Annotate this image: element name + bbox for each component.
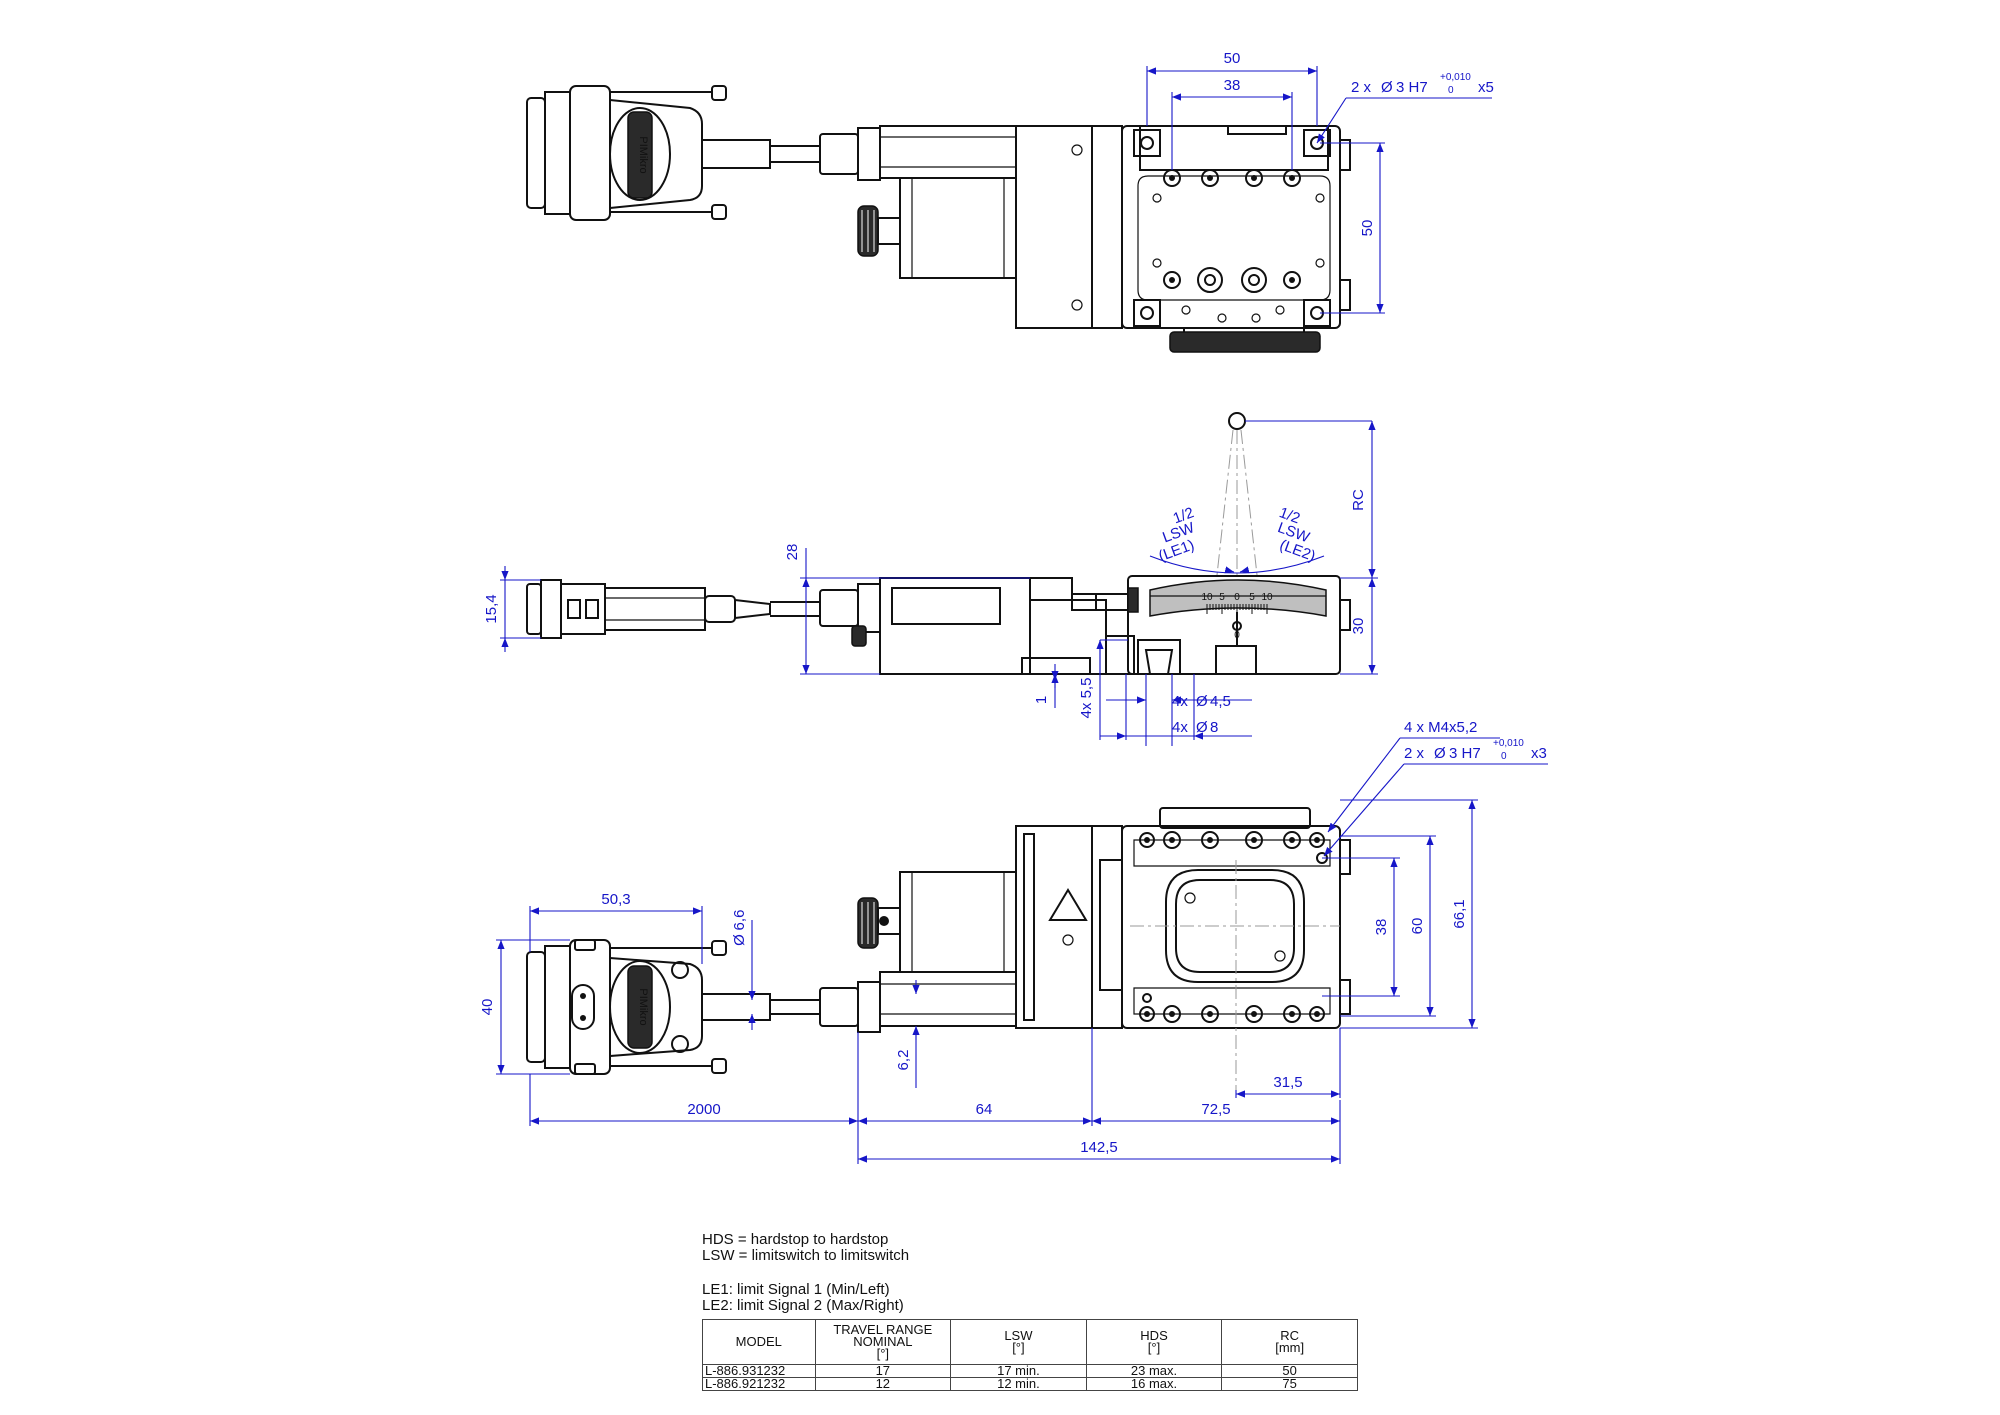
- dim-bottom-60: 60: [1409, 918, 1426, 935]
- connector-logo-bottom: PIMikro: [637, 988, 649, 1025]
- side-view-arc: 1/2 LSW (LE1) 1/2 LSW (LE2): [1149, 412, 1372, 576]
- dim-side-hole-b-prefix: 4x: [1172, 719, 1188, 736]
- cell-travel: 12: [814, 1377, 952, 1391]
- col-rc: RC[mm]: [1221, 1319, 1358, 1365]
- dim-bottom-142-5: 142,5: [1080, 1139, 1118, 1156]
- side-view-dimensions: RC 30 15,4 28 1 4x 5,5: [483, 421, 1378, 746]
- table-row: L-886.921232 12 12 min. 16 max. 75: [702, 1377, 1358, 1391]
- dim-side-hole-a-dia: Ø: [1196, 693, 1208, 710]
- dim-bottom-dia-symbol: Ø: [731, 934, 748, 946]
- top-view-dimensions: 50 38 50 2 x Ø 3 H7 +0,010 0 x5: [1146, 50, 1494, 314]
- dim-top-width-50: 50: [1224, 50, 1241, 67]
- callout-top-value: 3 H7: [1396, 79, 1428, 96]
- callout-top-tol-upper: +0,010: [1440, 72, 1471, 83]
- bottom-view-motor: [857, 871, 1017, 1027]
- dim-bottom-72-5: 72,5: [1201, 1101, 1230, 1118]
- scale-label-5-left: 5: [1219, 592, 1225, 603]
- dim-side-hole-a-prefix: 4x: [1172, 693, 1188, 710]
- top-view-motor: [857, 125, 1017, 279]
- dim-bottom-31-5: 31,5: [1273, 1074, 1302, 1091]
- scale-zero-label: 0: [1234, 630, 1240, 641]
- col-model: MODEL: [702, 1319, 816, 1365]
- cell-lsw: 17 min.: [950, 1364, 1087, 1378]
- scale-label-0: 0: [1234, 592, 1240, 603]
- legend-notes: HDS = hardstop to hardstop LSW = limitsw…: [702, 1232, 1302, 1314]
- side-view-scale: 10 5 0 5 10 0: [1201, 592, 1273, 641]
- dim-bottom-64: 64: [976, 1101, 993, 1118]
- callout-bottom-value: 3 H7: [1449, 745, 1481, 762]
- cell-rc: 75: [1221, 1377, 1358, 1391]
- dim-top-height-50: 50: [1359, 220, 1376, 237]
- callout-bottom-suffix: x3: [1531, 745, 1547, 762]
- side-view-connector: [526, 579, 881, 647]
- cell-hds: 16 max.: [1085, 1377, 1223, 1391]
- top-view-stage: [1015, 125, 1351, 353]
- callout-top-dia: Ø: [1381, 79, 1393, 96]
- arc-right-half: 1/2: [1277, 504, 1302, 527]
- dim-side-1: 1: [1033, 696, 1050, 704]
- cell-lsw: 12 min.: [950, 1377, 1087, 1391]
- scale-label-10-right: 10: [1261, 592, 1273, 603]
- bottom-view-dimensions: 38 60 66,1 31,5 50,3 40 Ø 6,6: [479, 799, 1478, 1164]
- dim-side-28: 28: [784, 544, 801, 561]
- note-lsw: LSW = limitswitch to limitswitch: [702, 1247, 910, 1264]
- bottom-view-stage: [1015, 807, 1351, 1090]
- callout-m4: 4 x M4x5,2: [1404, 719, 1477, 736]
- dim-bottom-2000: 2000: [687, 1101, 720, 1118]
- dim-bottom-6-6: 6,6: [731, 910, 748, 931]
- col-hds: HDS[°]: [1085, 1319, 1223, 1365]
- dim-side-hole-b-dia: Ø: [1196, 719, 1208, 736]
- dim-top-width-38: 38: [1224, 77, 1241, 94]
- bottom-view-connector: PIMikro: [526, 939, 881, 1075]
- scale-label-5-right: 5: [1249, 592, 1255, 603]
- arc-left-le1: (LE1): [1156, 537, 1196, 566]
- top-view: PIMikro: [526, 50, 1494, 353]
- bottom-view-callouts: 4 x M4x5,2 2 x Ø 3 H7 +0,010 0 x3: [1323, 719, 1548, 857]
- scale-label-10-left: 10: [1201, 592, 1213, 603]
- dim-side-hole-depth: 4x 5,5: [1078, 678, 1095, 719]
- callout-top-tol-lower: 0: [1448, 85, 1454, 96]
- col-lsw: LSW[°]: [950, 1319, 1087, 1365]
- dim-rc: RC: [1350, 489, 1367, 511]
- cell-hds: 23 max.: [1085, 1364, 1223, 1378]
- note-hds: HDS = hardstop to hardstop: [702, 1231, 889, 1248]
- bottom-view: PIMikro: [479, 719, 1548, 1164]
- dim-bottom-6-2: 6,2: [895, 1050, 912, 1071]
- callout-top-suffix: x5: [1478, 79, 1494, 96]
- cell-travel: 17: [814, 1364, 952, 1378]
- connector-logo: PIMikro: [637, 136, 649, 173]
- cell-model: L-886.921232: [702, 1377, 816, 1391]
- dim-side-hole-b-val: 8: [1210, 719, 1218, 736]
- callout-bottom-dia: Ø: [1434, 745, 1446, 762]
- dim-bottom-50-3: 50,3: [601, 891, 630, 908]
- dim-bottom-40: 40: [479, 999, 496, 1016]
- callout-bottom-tol-lower: 0: [1501, 751, 1507, 762]
- side-view-body: [879, 575, 1351, 675]
- scale-ticks: [1206, 604, 1268, 614]
- dim-side-hole-a-val: 4,5: [1210, 693, 1231, 710]
- arc-left-half: 1/2: [1171, 504, 1196, 527]
- dim-bottom-66-1: 66,1: [1451, 899, 1468, 928]
- note-le2: LE2: limit Signal 2 (Max/Right): [702, 1297, 904, 1314]
- callout-bottom-prefix: 2 x: [1404, 745, 1425, 762]
- side-view: 10 5 0 5 10 0 1/2 LSW (LE1) 1/2 LSW (LE2…: [483, 412, 1378, 746]
- callout-top-prefix: 2 x: [1351, 79, 1372, 96]
- dim-side-height-30: 30: [1350, 618, 1367, 635]
- dim-side-15-4: 15,4: [483, 594, 500, 623]
- note-le1: LE1: limit Signal 1 (Min/Left): [702, 1281, 890, 1298]
- dim-bottom-38: 38: [1373, 919, 1390, 936]
- arc-right-le2: (LE2): [1277, 537, 1317, 566]
- top-view-connector: PIMikro: [526, 85, 881, 221]
- callout-bottom-tol-upper: +0,010: [1493, 738, 1524, 749]
